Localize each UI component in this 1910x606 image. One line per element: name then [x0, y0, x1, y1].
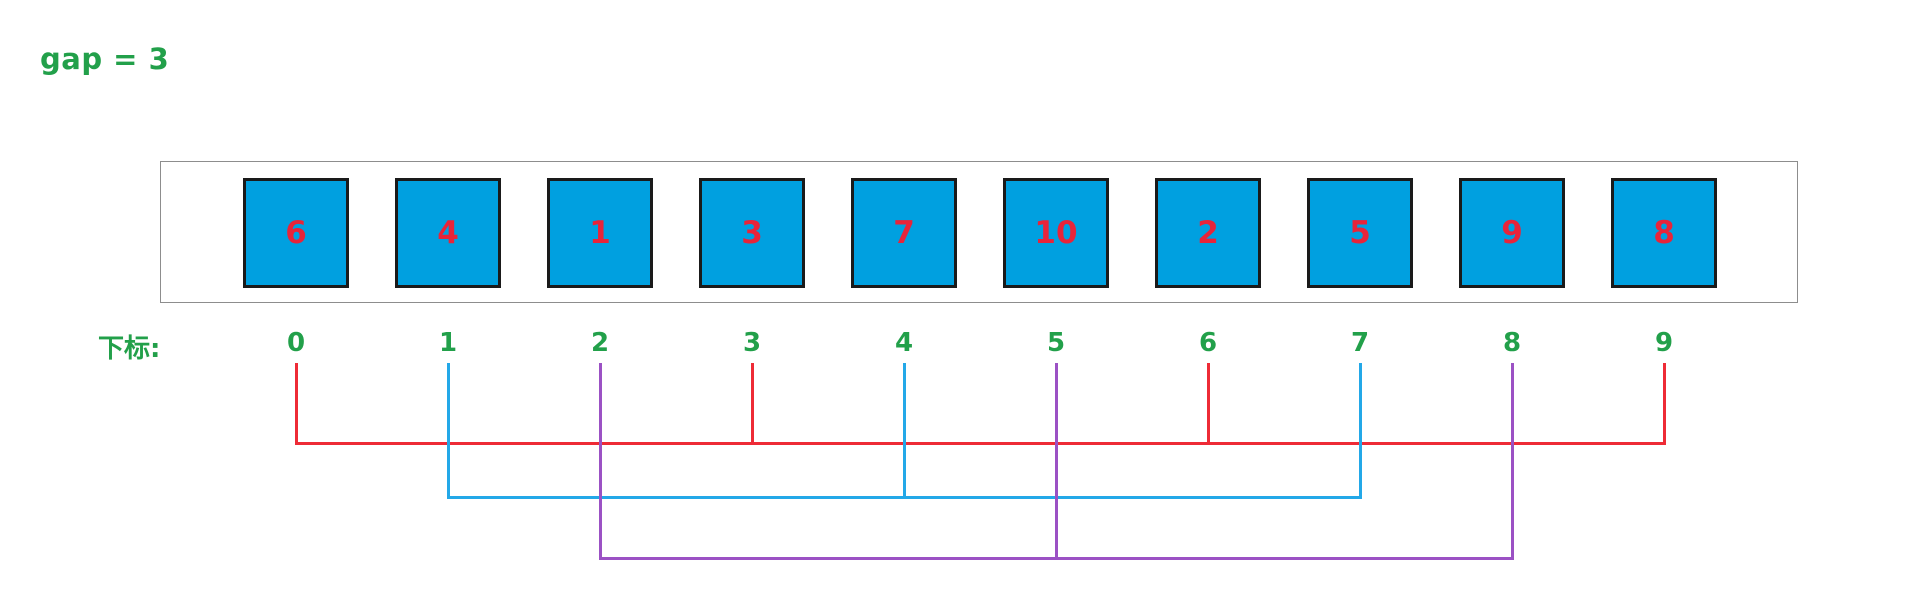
array-cell-value: 9: [1501, 214, 1523, 251]
array-cell-value: 3: [741, 214, 763, 251]
index-row-caption: 下标:: [98, 334, 161, 364]
index-label: 6: [1198, 328, 1218, 358]
array-cell: 7: [851, 178, 957, 288]
index-label: 2: [590, 328, 610, 358]
array-cell-value: 8: [1653, 214, 1675, 251]
group-stem-line: [294, 363, 298, 445]
array-cell: 8: [1611, 178, 1717, 288]
index-label: 7: [1350, 328, 1370, 358]
group-stem-line: [446, 363, 450, 499]
index-label: 4: [894, 328, 914, 358]
array-cell: 5: [1307, 178, 1413, 288]
array-cell-value: 2: [1197, 214, 1219, 251]
array-cell: 3: [699, 178, 805, 288]
index-label: 3: [742, 328, 762, 358]
group-stem-line: [750, 363, 754, 445]
page-title: gap = 3: [40, 42, 170, 76]
index-label: 5: [1046, 328, 1066, 358]
group-connector-line: [296, 441, 1664, 445]
group-stem-line: [1206, 363, 1210, 445]
array-cell-value: 1: [589, 214, 611, 251]
index-label: 0: [286, 328, 306, 358]
array-cell-value: 5: [1349, 214, 1371, 251]
array-cell: 1: [547, 178, 653, 288]
array-cell: 9: [1459, 178, 1565, 288]
index-label: 9: [1654, 328, 1674, 358]
group-stem-line: [598, 363, 602, 560]
array-cell: 6: [243, 178, 349, 288]
array-cell: 10: [1003, 178, 1109, 288]
array-cell-value: 6: [285, 214, 307, 251]
array-cell-value: 7: [893, 214, 915, 251]
group-stem-line: [1510, 363, 1514, 560]
index-label: 1: [438, 328, 458, 358]
array-cell: 2: [1155, 178, 1261, 288]
group-stem-line: [1054, 363, 1058, 560]
array-cell-value: 4: [437, 214, 459, 251]
group-stem-line: [1358, 363, 1362, 499]
array-cell: 4: [395, 178, 501, 288]
group-stem-line: [902, 363, 906, 499]
group-stem-line: [1662, 363, 1666, 445]
index-label: 8: [1502, 328, 1522, 358]
array-cell-value: 10: [1034, 214, 1078, 251]
